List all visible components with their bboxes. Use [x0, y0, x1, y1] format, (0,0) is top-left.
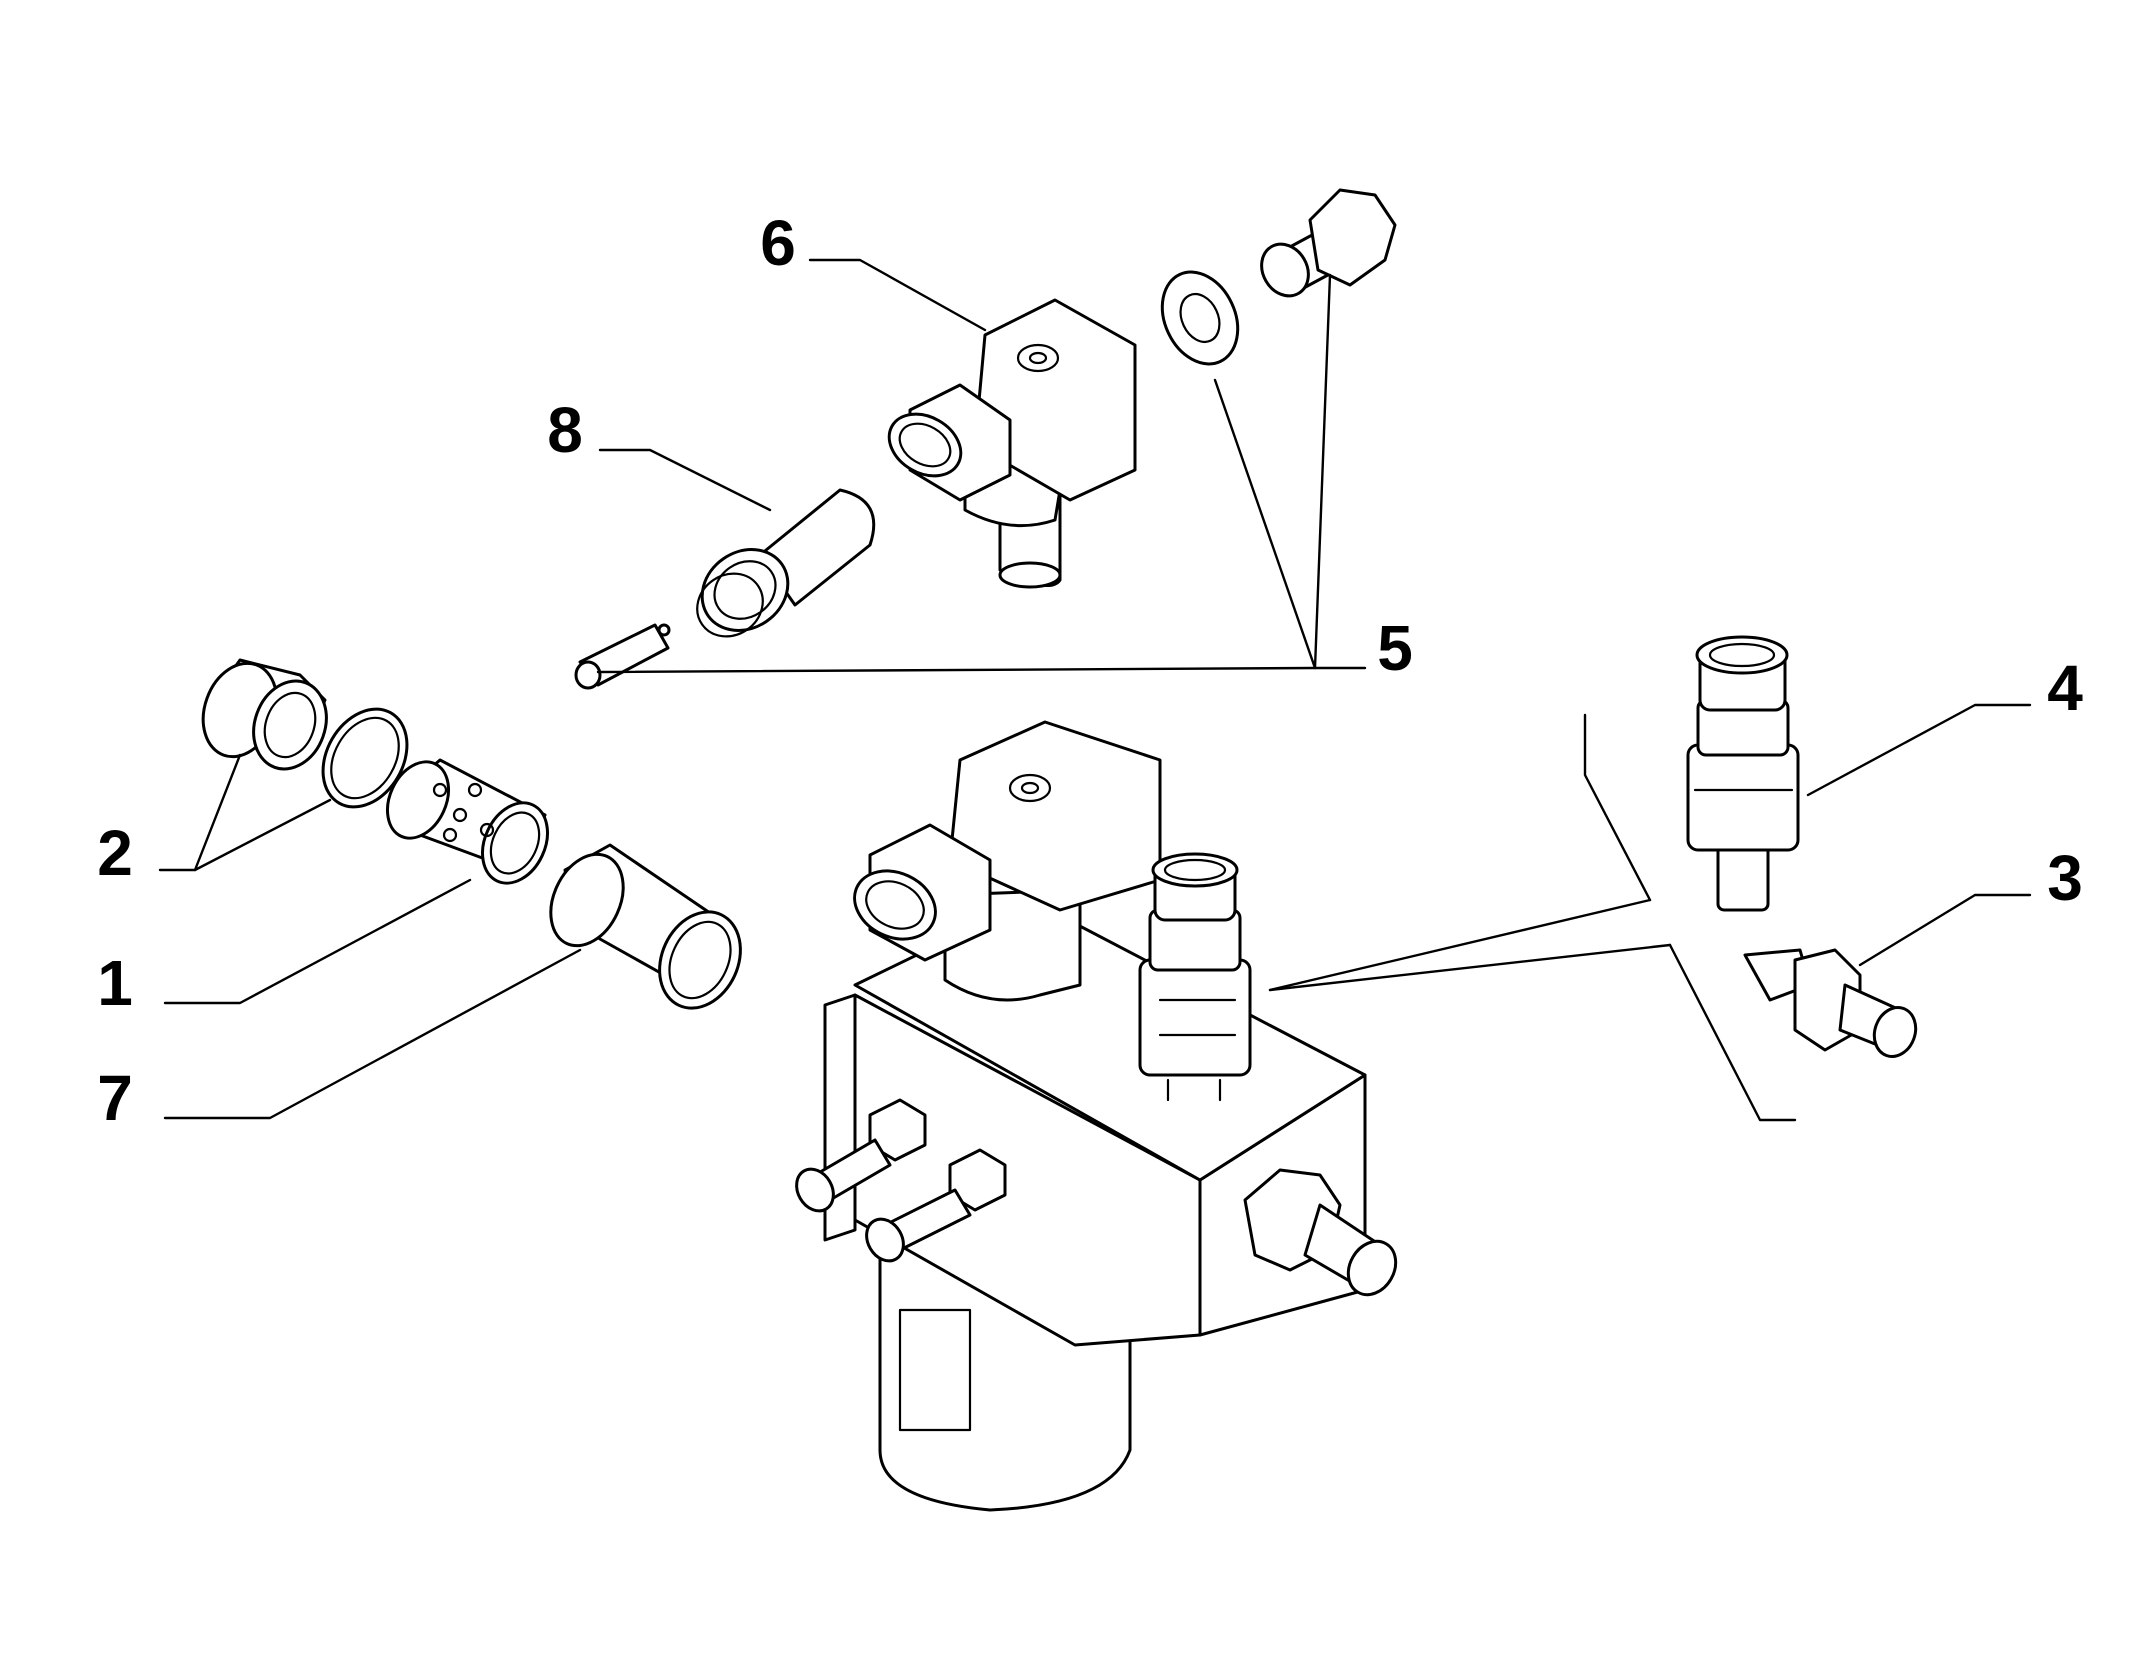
- block-fitting-left-2: [865, 1148, 1007, 1263]
- leader-block-lower: [1268, 943, 1672, 992]
- bracket-upper: [1583, 713, 1652, 902]
- bracket-lower: [1668, 943, 1797, 1122]
- callout-4: 4: [2047, 652, 2083, 724]
- leader-5a: [1213, 378, 1367, 670]
- motor-label-plate: [898, 1308, 972, 1432]
- part-4-pressure-switch: [1686, 635, 1800, 912]
- solenoid-connector-plug: [853, 869, 937, 941]
- callout-5: 5: [1377, 612, 1413, 684]
- leader-block-upper: [1268, 898, 1652, 992]
- part-3-sensor: [1743, 948, 1918, 1058]
- block-fitting-right: [1243, 1168, 1398, 1297]
- block-solenoid: [853, 720, 1162, 1002]
- part-8-cartridge-valve: [696, 488, 876, 638]
- callout-2: 2: [97, 817, 133, 889]
- leader-7: [163, 948, 582, 1120]
- leader-3: [1858, 893, 2032, 967]
- callout-6: 6: [760, 207, 796, 279]
- switch-body: [1138, 958, 1252, 1077]
- leader-1: [163, 878, 472, 1005]
- leader-5c: [596, 666, 1317, 674]
- callout-3: 3: [2047, 842, 2083, 914]
- leader-2b: [193, 798, 332, 872]
- part-1-filter: [386, 758, 549, 885]
- part-5-banjo-bolt: [1260, 188, 1397, 298]
- part-7-sleeve: [549, 843, 742, 1010]
- hydraulic-valve-block: [795, 720, 1398, 1512]
- callout-1: 1: [97, 947, 133, 1019]
- part-5-seal-ring: [1160, 270, 1240, 366]
- block-pressure-switch: [1138, 852, 1252, 1102]
- leader-4: [1806, 703, 2032, 797]
- leader-6: [808, 258, 987, 332]
- leader-8: [598, 448, 772, 512]
- part-2-plug: [201, 658, 328, 771]
- callout-7: 7: [97, 1062, 133, 1134]
- callout-8: 8: [547, 394, 583, 466]
- part-5-pin: [574, 623, 671, 690]
- solenoid-cap: [1008, 773, 1052, 803]
- part-6-solenoid-valve: [887, 298, 1137, 589]
- block-fitting-left-1: [795, 1098, 927, 1213]
- leader-5b: [1313, 273, 1332, 670]
